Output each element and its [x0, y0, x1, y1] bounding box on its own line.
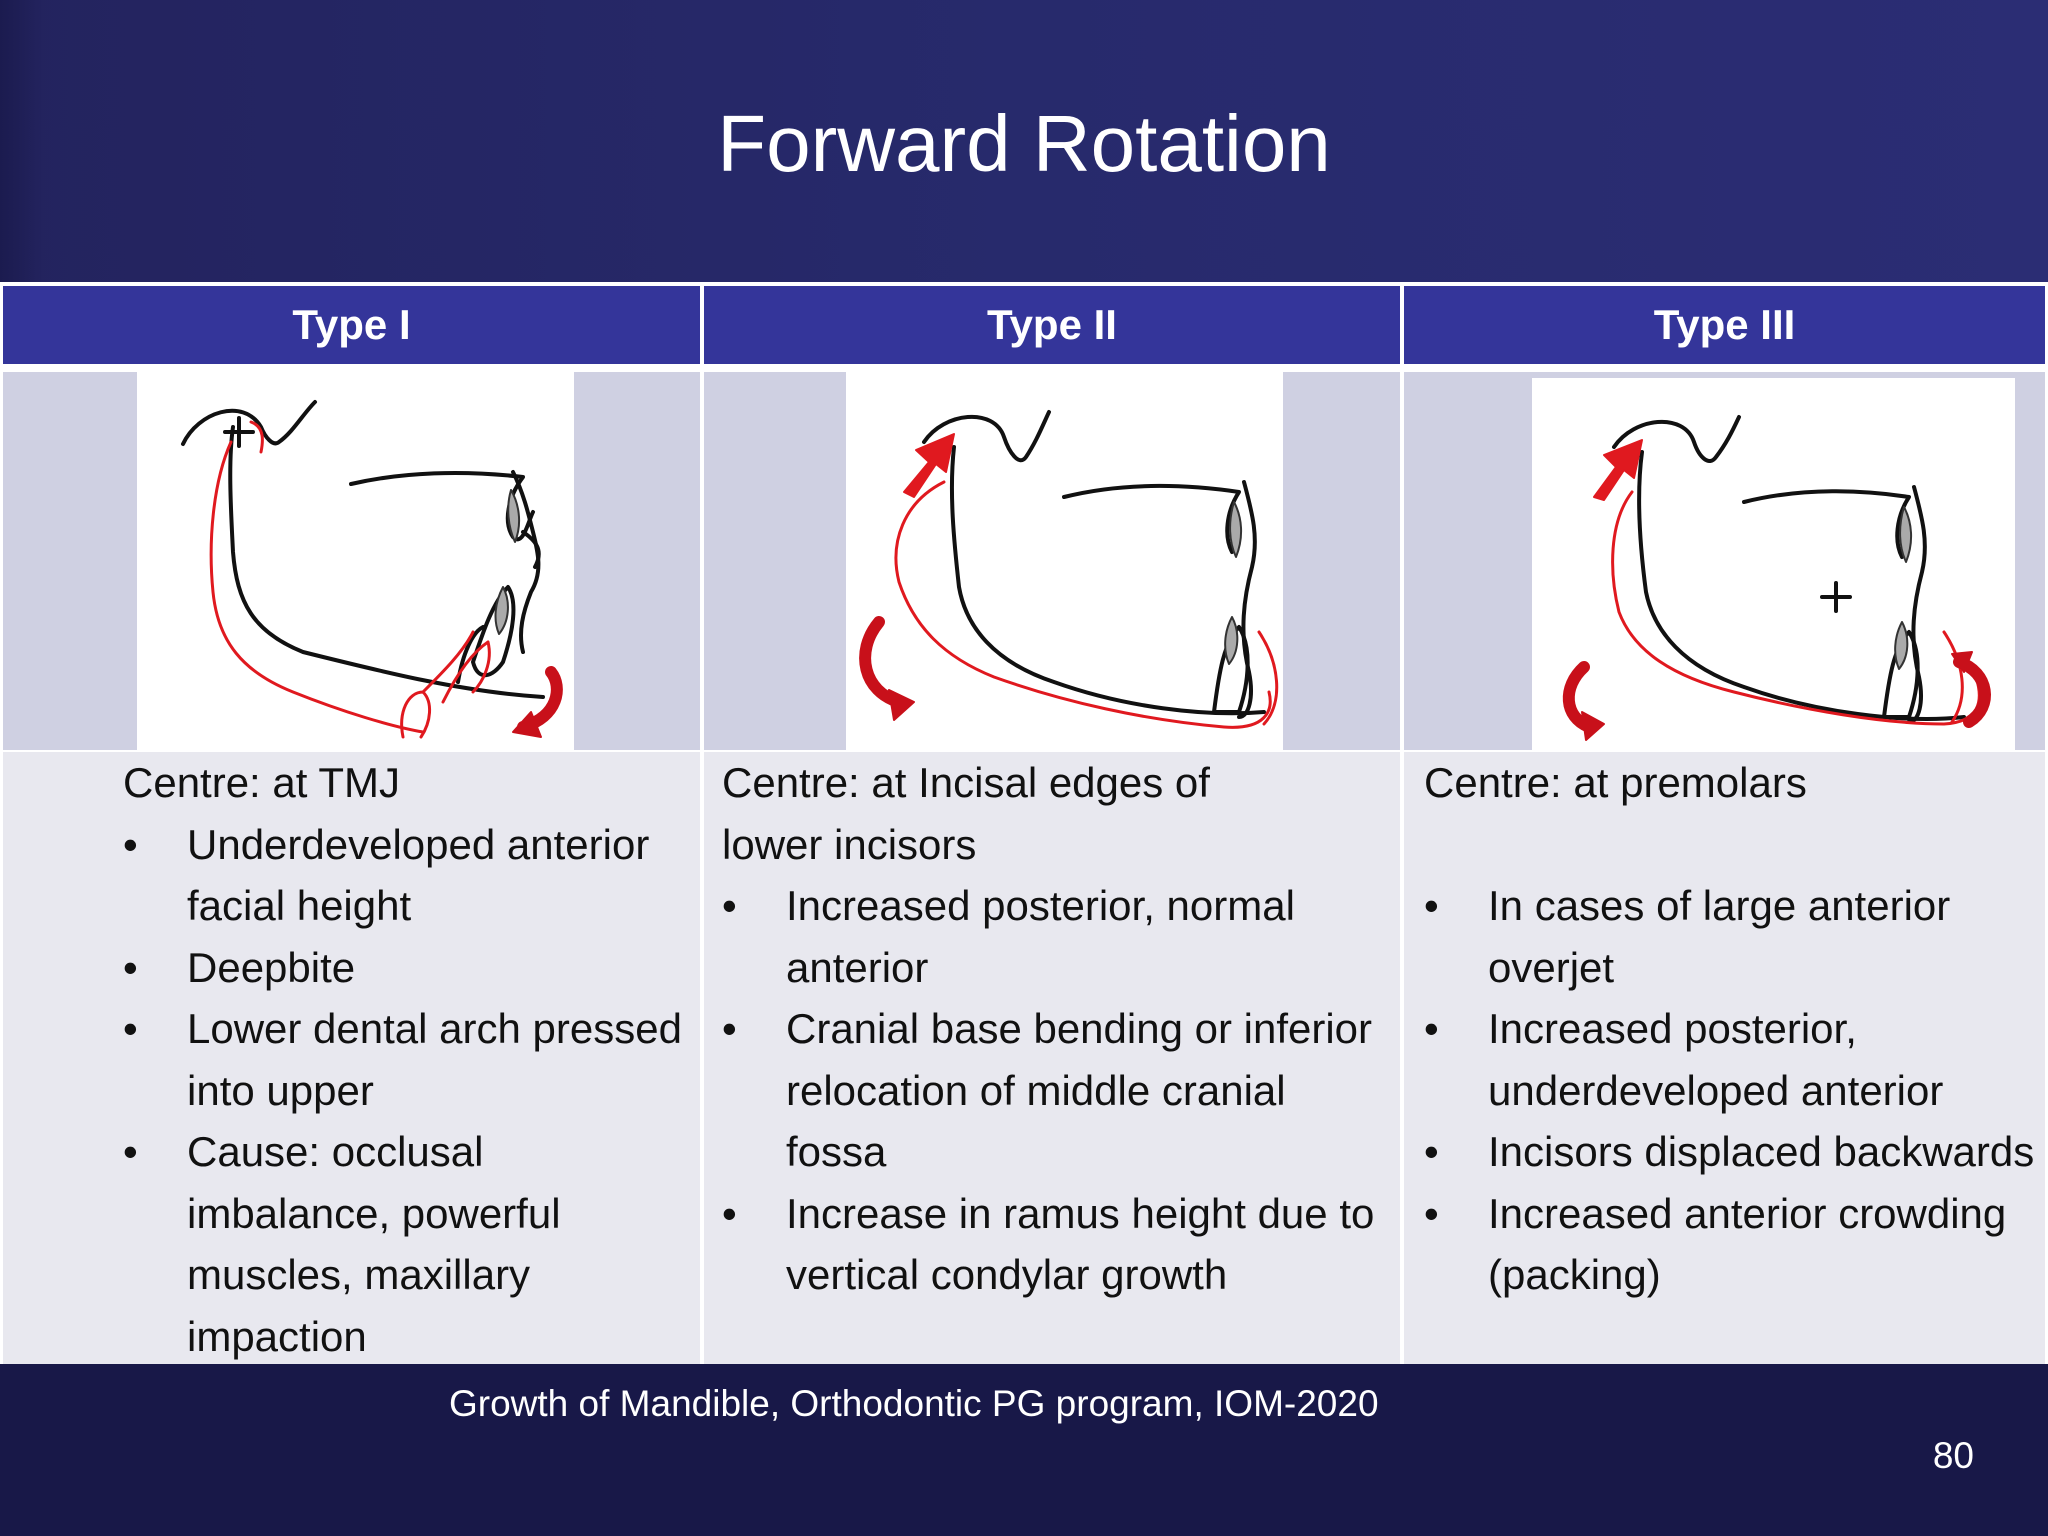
list-item: Underdeveloped anterior facial height: [123, 814, 693, 937]
footer-band: Growth of Mandible, Orthodontic PG progr…: [0, 1364, 2048, 1536]
diagram-cell-type-1: [3, 372, 700, 750]
text-cell-type-3: Centre: at premolars In cases of large a…: [1404, 752, 2045, 1364]
header-type-3: Type III: [1404, 286, 2045, 364]
bullet-list-type-1: Underdeveloped anterior facial height De…: [123, 814, 693, 1365]
diagram-cell-type-3: [1404, 372, 2045, 750]
text-cell-type-2: Centre: at Incisal edges of lower inciso…: [704, 752, 1400, 1364]
diagram-cell-type-2: [704, 372, 1400, 750]
list-item: Increase in ramus height due to vertical…: [722, 1183, 1392, 1306]
text-type-3: Centre: at premolars In cases of large a…: [1424, 752, 2042, 1306]
text-type-1: Centre: at TMJ Underdeveloped anterior f…: [123, 752, 693, 1364]
bullet-list-type-2: Increased posterior, normal anterior Cra…: [722, 875, 1392, 1306]
mandible-rotation-diagram-type-3: [1562, 415, 1991, 741]
header-type-1: Type I: [3, 286, 700, 364]
text-type-2: Centre: at Incisal edges of lower inciso…: [722, 752, 1392, 1306]
mandible-rotation-diagram-type-2: [859, 410, 1279, 729]
centre-type-3: Centre: at premolars: [1424, 759, 1807, 806]
list-item: Increased posterior, underdeveloped ante…: [1424, 998, 2042, 1121]
list-item: Cranial base bending or inferior relocat…: [722, 998, 1392, 1183]
bullet-list-type-3: In cases of large anterior overjet Incre…: [1424, 875, 2042, 1306]
list-item: Cause: occlusal imbalance, powerful musc…: [123, 1121, 693, 1364]
list-item: Increased anterior crowding (packing): [1424, 1183, 2042, 1306]
list-item: Deepbite: [123, 937, 693, 999]
footer-text: Growth of Mandible, Orthodontic PG progr…: [449, 1383, 1379, 1424]
centre-type-1: Centre: at TMJ: [123, 759, 400, 806]
comparison-table: Type I Type II Type III: [0, 282, 2048, 1364]
text-cell-type-1: Centre: at TMJ Underdeveloped anterior f…: [3, 752, 700, 1364]
list-item: In cases of large anterior overjet: [1424, 875, 2042, 998]
slide-title: Forward Rotation: [717, 99, 1331, 188]
list-item: Increased posterior, normal anterior: [722, 875, 1392, 998]
list-item: Incisors displaced backwards: [1424, 1121, 2042, 1183]
title-band: Forward Rotation: [0, 0, 2048, 282]
table-header-row: Type I Type II Type III: [0, 282, 2048, 364]
page-number: 80: [1932, 1435, 1974, 1476]
list-item: Lower dental arch pressed into upper: [123, 998, 693, 1121]
centre-type-2: Centre: at Incisal edges of lower inciso…: [722, 759, 1210, 868]
mandible-rotation-diagram-type-1: [181, 400, 563, 739]
header-type-2: Type II: [704, 286, 1400, 364]
